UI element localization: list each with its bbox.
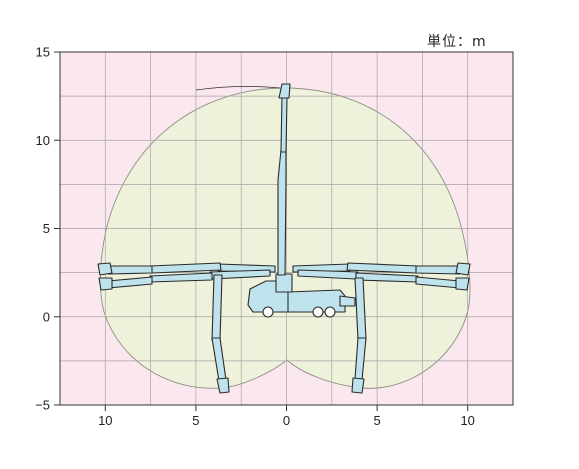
x-tick-label-4: 10 <box>460 413 474 428</box>
x-tick-label-0: 10 <box>98 413 112 428</box>
y-axis: 15 10 5 0 −5 <box>35 45 60 413</box>
boom-tip-arc <box>195 86 281 91</box>
boom-vertical-tip <box>278 83 291 99</box>
x-axis: 10 5 0 5 10 <box>98 405 475 428</box>
x-tick-label-1: 5 <box>192 413 199 428</box>
boom-vertical-upper <box>280 95 288 153</box>
boom-horizontal-left <box>97 262 276 291</box>
boom-left-upper-3 <box>107 265 153 275</box>
y-tick-label-2: 5 <box>43 221 50 236</box>
unit-label: 単位：m <box>427 34 487 50</box>
y-tick-label-0: 15 <box>36 45 50 60</box>
truck-front-wheel <box>262 306 274 318</box>
y-tick-label-1: 10 <box>36 133 50 148</box>
truck-illustration <box>247 273 356 318</box>
boom-left-upper-tip <box>97 262 113 276</box>
boom-right-upper-tip <box>455 262 471 276</box>
boom-right-lower-tip <box>455 277 470 291</box>
boom-turret <box>275 273 293 293</box>
boom-vertical-lower <box>277 149 287 276</box>
x-tick-label-3: 5 <box>373 413 380 428</box>
boom-down-left-arm-1 <box>211 274 223 341</box>
y-tick-label-3: 0 <box>43 309 50 324</box>
boom-down-right <box>351 277 367 394</box>
x-tick-label-2: 0 <box>283 413 290 428</box>
truck-rear-frame <box>339 295 356 307</box>
boom-down-right-tip <box>351 377 365 394</box>
y-tick-label-4: −5 <box>35 398 50 413</box>
boom-vertical <box>195 83 291 276</box>
boom-down-left-tip <box>216 377 230 394</box>
boom-right-upper-3 <box>415 265 461 275</box>
truck-rear-wheel-2 <box>324 306 336 318</box>
truck-rear-wheel-1 <box>312 306 324 318</box>
boom-left-lower-tip <box>98 277 113 291</box>
boom-down-left <box>211 274 230 394</box>
boom-horizontal-right <box>292 262 471 291</box>
